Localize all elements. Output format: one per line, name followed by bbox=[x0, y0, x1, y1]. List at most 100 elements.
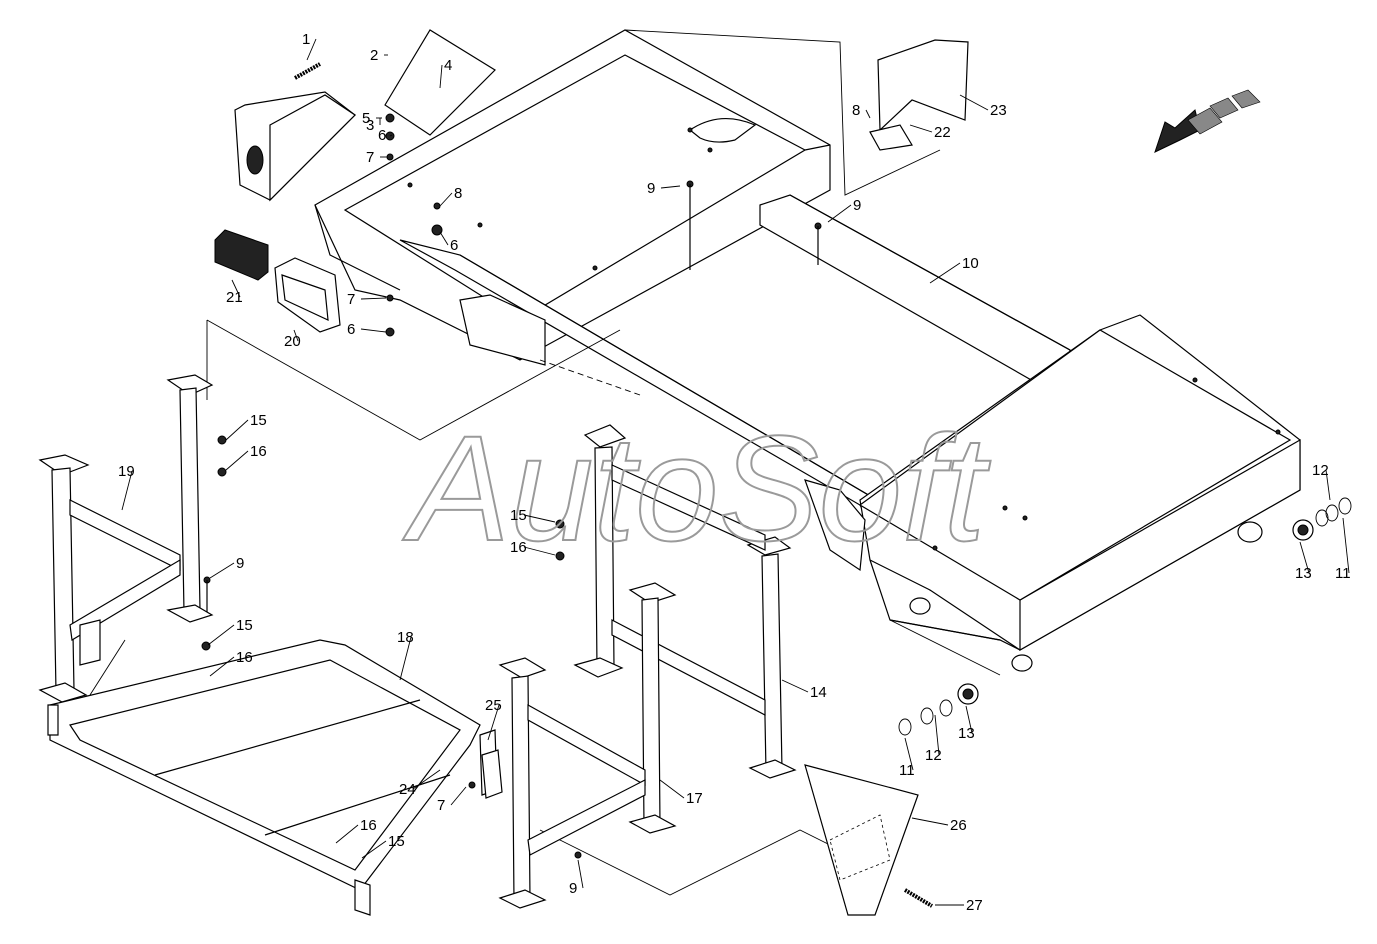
callout-leader-line bbox=[827, 204, 852, 223]
callout-leader-line bbox=[121, 470, 133, 511]
callout-15: 15 bbox=[510, 507, 527, 524]
callout-2: 2 bbox=[370, 47, 378, 64]
callout-leader-line bbox=[865, 109, 871, 119]
callout-13: 13 bbox=[958, 725, 975, 742]
watermark: AutoSoft bbox=[402, 404, 991, 572]
callout-leader-line bbox=[335, 824, 359, 844]
callout-7: 7 bbox=[437, 797, 445, 814]
callout-leader-line bbox=[659, 779, 685, 799]
part-bearings bbox=[898, 497, 1352, 736]
callout-leader-line bbox=[959, 94, 989, 111]
callout-1: 1 bbox=[302, 31, 310, 48]
callout-7: 7 bbox=[366, 149, 374, 166]
callout-leader-line bbox=[781, 679, 809, 693]
callout-12: 12 bbox=[925, 747, 942, 764]
callout-labels: 1234567869910212076232281516199151615161… bbox=[118, 31, 1351, 914]
callout-20: 20 bbox=[284, 333, 301, 350]
callout-11: 11 bbox=[1335, 565, 1351, 582]
part-lamp-housing bbox=[234, 91, 356, 202]
callout-17: 17 bbox=[686, 790, 703, 807]
callout-leader-line bbox=[904, 737, 914, 771]
reference-lines bbox=[89, 29, 1001, 896]
callout-9: 9 bbox=[236, 555, 244, 572]
callout-leader-line bbox=[439, 64, 443, 89]
callout-14: 14 bbox=[810, 684, 827, 701]
callout-11: 11 bbox=[899, 762, 915, 779]
callout-10: 10 bbox=[962, 255, 979, 272]
callout-leader-line bbox=[360, 297, 387, 300]
direction-arrow-icon bbox=[1154, 89, 1261, 153]
callout-leader-line bbox=[209, 562, 235, 579]
callout-leader-line bbox=[660, 185, 681, 189]
callout-leader-line bbox=[412, 769, 441, 790]
callout-leader-line bbox=[1325, 469, 1331, 501]
callout-leader-line bbox=[523, 546, 556, 556]
callout-12: 12 bbox=[1312, 462, 1329, 479]
part-stand-19 bbox=[38, 374, 214, 703]
part-reflector bbox=[214, 229, 269, 281]
callout-8: 8 bbox=[852, 102, 860, 119]
callout-leader-line bbox=[450, 786, 467, 806]
callout-leader-line bbox=[225, 419, 249, 441]
part-guard-26 bbox=[804, 764, 919, 916]
callout-15: 15 bbox=[388, 833, 405, 850]
callout-leader-line bbox=[225, 450, 249, 471]
callout-13: 13 bbox=[1295, 565, 1312, 582]
callout-15: 15 bbox=[236, 617, 253, 634]
callout-21: 21 bbox=[226, 289, 243, 306]
callout-leader-line bbox=[399, 636, 412, 681]
callout-16: 16 bbox=[360, 817, 377, 834]
callout-leader-line bbox=[306, 38, 317, 61]
callout-7: 7 bbox=[347, 291, 355, 308]
callout-23: 23 bbox=[990, 102, 1007, 119]
callout-leader-line bbox=[209, 656, 235, 677]
callout-26: 26 bbox=[950, 817, 967, 834]
callout-leader-line bbox=[360, 328, 387, 333]
callout-9: 9 bbox=[647, 180, 655, 197]
callout-16: 16 bbox=[510, 539, 527, 556]
callout-9: 9 bbox=[853, 197, 861, 214]
callout-4: 4 bbox=[444, 57, 452, 74]
part-lamp bbox=[274, 257, 341, 333]
main-frame-assembly bbox=[314, 29, 1301, 672]
callout-15: 15 bbox=[250, 412, 267, 429]
part-bolt-27 bbox=[903, 888, 934, 908]
callout-24: 24 bbox=[399, 781, 416, 798]
callout-leader-line bbox=[965, 705, 973, 734]
callout-leader-line bbox=[523, 514, 556, 523]
callout-leader-line bbox=[439, 192, 453, 207]
callout-leader-line bbox=[1342, 517, 1350, 574]
callout-16: 16 bbox=[236, 649, 253, 666]
callout-16: 16 bbox=[250, 443, 267, 460]
callout-leader-line bbox=[909, 124, 933, 133]
callout-leader-line bbox=[1299, 541, 1310, 574]
callout-3: 3 bbox=[366, 117, 374, 134]
callout-leader-line bbox=[439, 231, 449, 246]
callout-6: 6 bbox=[378, 127, 386, 144]
callout-leader-line bbox=[934, 714, 940, 756]
callout-leader-line bbox=[577, 859, 584, 889]
callout-8: 8 bbox=[454, 185, 462, 202]
callout-leader-line bbox=[389, 134, 393, 137]
callout-22: 22 bbox=[934, 124, 951, 141]
part-top-cover bbox=[869, 39, 969, 151]
callout-leader-line bbox=[207, 624, 235, 646]
callout-leader-line bbox=[911, 817, 949, 826]
part-corner-guard bbox=[384, 29, 496, 136]
callout-6: 6 bbox=[347, 321, 355, 338]
callout-27: 27 bbox=[966, 897, 983, 914]
callout-9: 9 bbox=[569, 880, 577, 897]
callout-leader-line bbox=[929, 262, 961, 284]
part-base-frame-18 bbox=[47, 639, 498, 916]
callout-leader-line bbox=[231, 279, 241, 298]
callout-leader-line bbox=[361, 840, 387, 859]
callout-leader-line bbox=[293, 329, 299, 342]
part-plate-25 bbox=[481, 749, 503, 799]
callout-5: 5 bbox=[362, 110, 370, 127]
part-spring bbox=[294, 62, 321, 80]
part-stand-14 bbox=[573, 424, 797, 828]
part-stand-17 bbox=[498, 657, 677, 909]
callout-leader-line bbox=[487, 704, 500, 741]
callout-6: 6 bbox=[450, 237, 458, 254]
